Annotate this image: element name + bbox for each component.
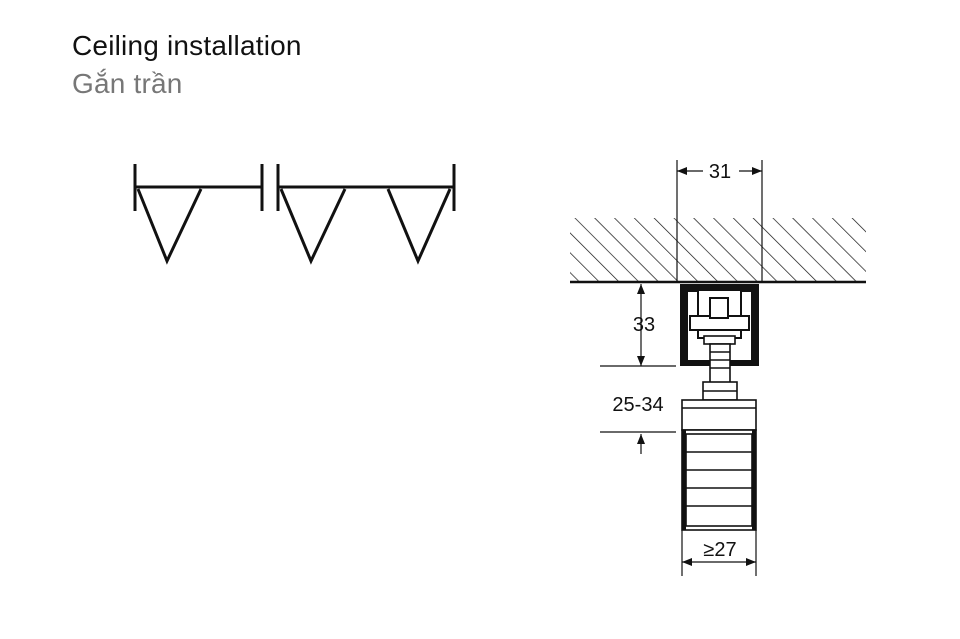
dim-label-adjust-range: 25-34 xyxy=(612,394,663,416)
dim-label-top-width: 31 xyxy=(709,161,731,183)
dimension-adjust-range xyxy=(600,431,676,454)
dimension-door-thickness xyxy=(681,530,757,576)
dim-label-bracket-height: 33 xyxy=(633,314,655,336)
door-mount xyxy=(681,399,757,531)
dimension-top-width xyxy=(676,160,763,282)
dim-label-door-thickness: ≥27 xyxy=(703,539,736,561)
ceiling-slab xyxy=(570,218,866,284)
page-title: Ceiling installation xyxy=(72,30,302,61)
page-subtitle: Gắn trần xyxy=(72,68,183,99)
ceiling-symbol xyxy=(133,164,456,265)
track-bracket xyxy=(680,284,759,366)
dimension-bracket-height xyxy=(600,284,676,367)
